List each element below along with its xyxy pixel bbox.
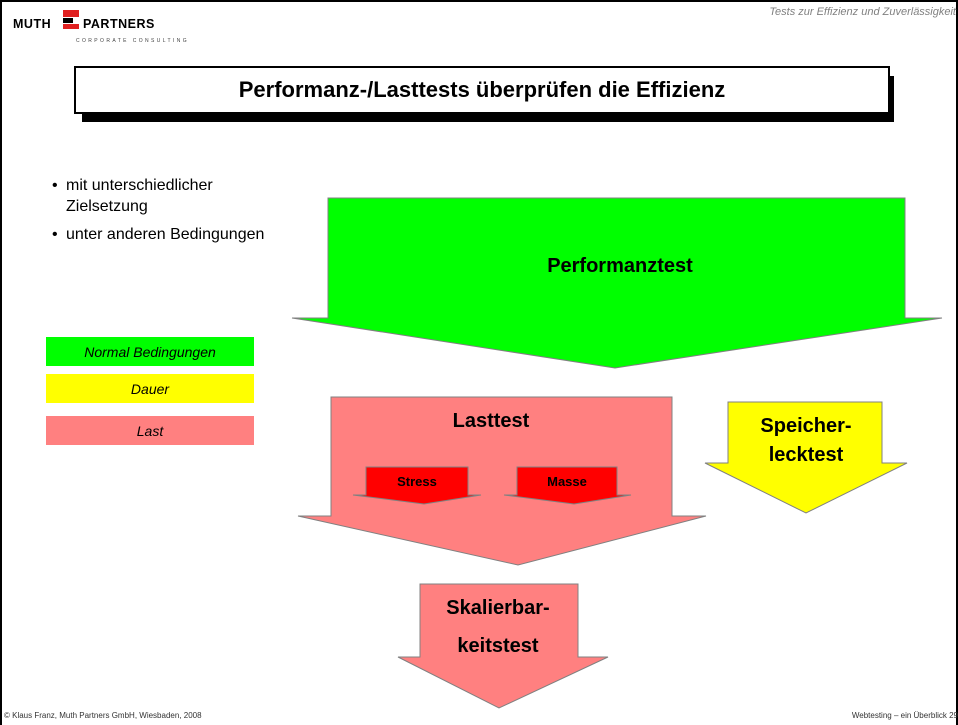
legend-dauer: Dauer — [46, 374, 254, 403]
stress-arrow — [352, 466, 482, 505]
stress-label: Stress — [397, 474, 437, 489]
company-logo: MUTH PARTNERS CORPORATE CONSULTING — [13, 8, 213, 48]
bullet-item: unter anderen Bedingungen — [52, 224, 292, 245]
speicherlecktest-label-line2: lecktest — [769, 444, 844, 466]
logo-subtitle: CORPORATE CONSULTING — [76, 38, 190, 44]
logo-text-muth: MUTH — [13, 17, 52, 31]
legend-last: Last — [46, 416, 254, 445]
logo-mark-icon — [63, 10, 79, 29]
page-title: Performanz-/Lasttests überprüfen die Eff… — [74, 66, 890, 114]
lasttest-label: Lasttest — [453, 410, 530, 432]
speicherlecktest-label-line1: Speicher- — [760, 415, 851, 437]
bullet-list: mit unterschiedlicher Zielsetzung unter … — [52, 175, 292, 252]
performanztest-label: Performanztest — [547, 255, 693, 277]
frame-left — [0, 0, 2, 725]
bullet-item: mit unterschiedlicher Zielsetzung — [52, 175, 292, 217]
footer-copyright: © Klaus Franz, Muth Partners GmbH, Wiesb… — [4, 711, 202, 720]
skalierbarkeitstest-arrow — [397, 583, 609, 709]
frame-right — [956, 0, 958, 725]
skalierbarkeitstest-label-line2: keitstest — [457, 635, 538, 657]
lasttest-arrow — [297, 396, 707, 566]
footer-page: Webtesting – ein Überblick 29 — [851, 711, 958, 720]
legend-normal: Normal Bedingungen — [46, 337, 254, 366]
masse-arrow — [503, 466, 632, 505]
frame-top — [0, 0, 958, 2]
section-header: Tests zur Effizienz und Zuverlässigkeit — [769, 6, 956, 18]
skalierbarkeitstest-label-line1: Skalierbar- — [446, 597, 549, 619]
masse-label: Masse — [547, 474, 587, 489]
logo-text-partners: PARTNERS — [83, 17, 155, 31]
performanztest-arrow — [291, 197, 943, 369]
speicherlecktest-arrow — [704, 401, 908, 514]
